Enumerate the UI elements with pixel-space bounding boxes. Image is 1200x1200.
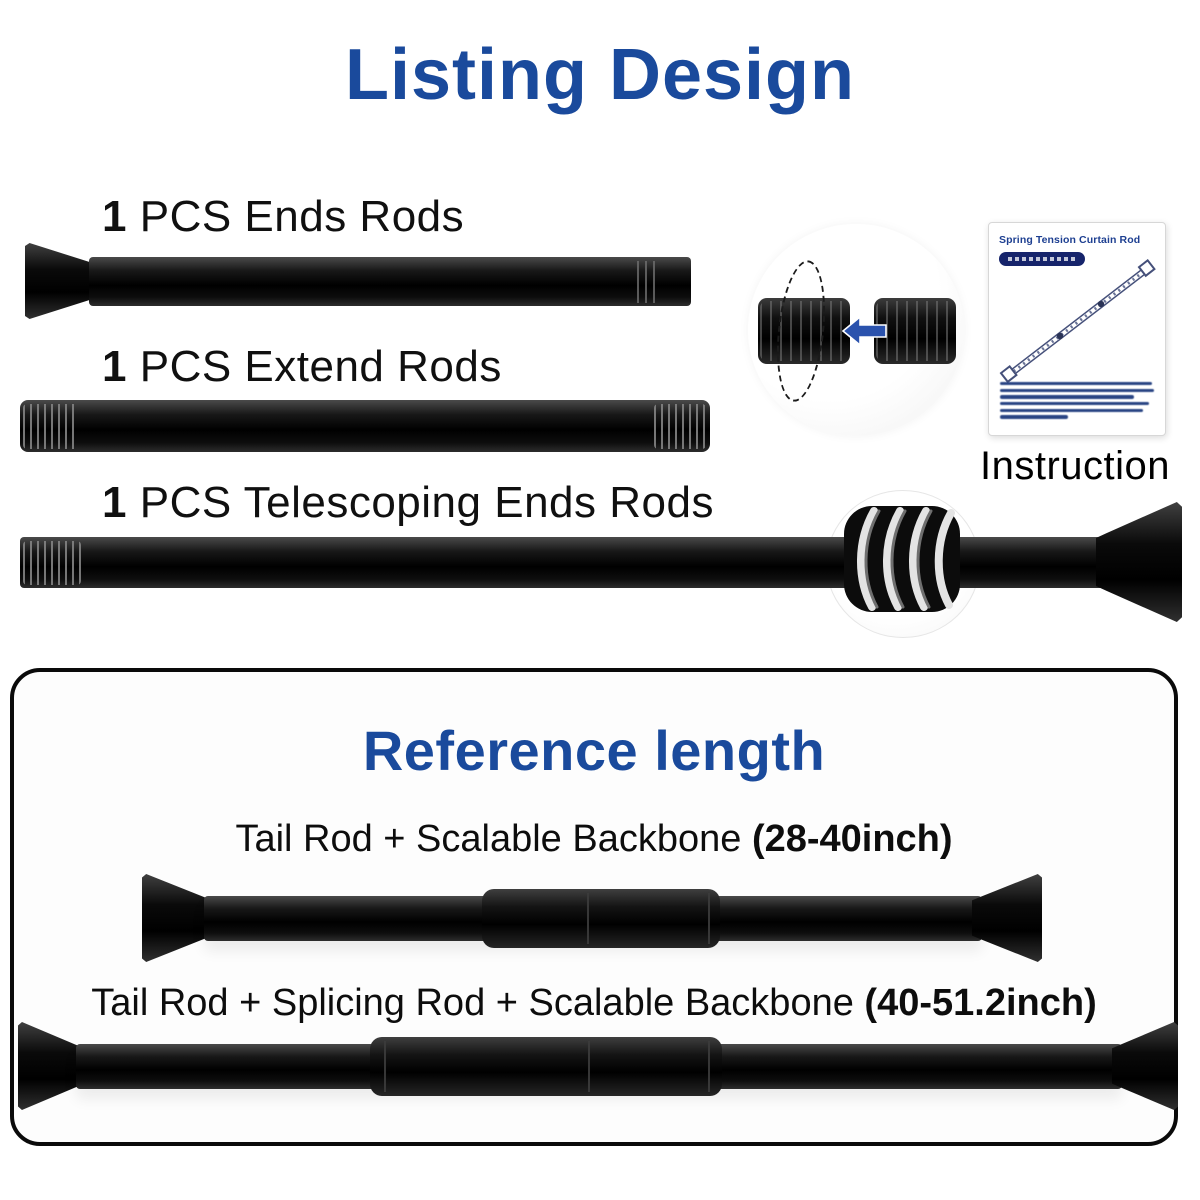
- instruction-card: Spring Tension Curtain Rod: [988, 222, 1166, 436]
- thread-texture: [760, 301, 848, 361]
- row-label: Tail Rod + Scalable Backbone: [235, 818, 742, 860]
- row-range: (28-40inch): [751, 818, 953, 860]
- rod-end-cap-icon: [1096, 502, 1182, 622]
- part-name: PCS Extend Rods: [139, 342, 502, 391]
- row-label: Tail Rod + Splicing Rod + Scalable Backb…: [91, 982, 854, 1024]
- rod-body: [20, 400, 710, 452]
- rod-seam: [707, 1040, 710, 1093]
- telescoping-rod-graphic: [20, 490, 1182, 638]
- extend-rod-graphic: [20, 395, 710, 457]
- part-name: PCS Ends Rods: [139, 192, 465, 241]
- rod-40-51-graphic: [18, 1022, 1178, 1110]
- insert-arrow-icon: [842, 316, 887, 346]
- spring-icon: [844, 506, 960, 612]
- rotation-dashes-icon: [770, 257, 832, 405]
- rod-joining-inset: [748, 224, 964, 436]
- rod-middle-section: [370, 1037, 722, 1096]
- instruction-card-badge: [999, 252, 1085, 266]
- rod-segment-right: [874, 298, 956, 364]
- thread-texture-right: [654, 404, 706, 449]
- reference-row-label-2: Tail Rod + Splicing Rod + Scalable Backb…: [14, 982, 1174, 1025]
- rod-middle-section: [482, 889, 720, 948]
- rod-body: [89, 257, 691, 306]
- rod-28-40-graphic: [142, 874, 1042, 962]
- rod-diagram-drawing: [999, 259, 1156, 384]
- rod-segment-left: [758, 298, 850, 364]
- row-range: (40-51.2inch): [864, 982, 1097, 1024]
- rod-end-cap-icon: [972, 874, 1042, 962]
- ends-rod-graphic: [25, 243, 691, 319]
- ring-texture: [876, 301, 954, 361]
- rod-seam: [586, 892, 589, 945]
- part-label-ends-rods: 1 PCS Ends Rods: [102, 192, 464, 242]
- instruction-card-title: Spring Tension Curtain Rod: [999, 234, 1141, 246]
- rod-end-cap-icon: [1112, 1022, 1178, 1110]
- part-name: PCS Telescoping Ends Rods: [139, 478, 714, 527]
- part-qty: 1: [102, 342, 127, 391]
- rod-end-cap-icon: [142, 874, 212, 962]
- thread-texture-left: [23, 541, 81, 585]
- part-qty: 1: [102, 478, 127, 527]
- rod-groove-texture: [637, 261, 657, 303]
- rod-seam: [384, 1040, 387, 1093]
- part-label-extend-rods: 1 PCS Extend Rods: [102, 342, 502, 392]
- reference-title: Reference length: [362, 719, 826, 782]
- part-label-telescoping-rods: 1 PCS Telescoping Ends Rods: [102, 478, 714, 528]
- rod-seam: [588, 1040, 591, 1093]
- rod-seam: [708, 892, 711, 945]
- thread-texture-left: [23, 404, 79, 449]
- instruction-fine-print-lines: [1000, 381, 1154, 422]
- page-title: Listing Design: [344, 35, 856, 115]
- part-qty: 1: [102, 192, 127, 241]
- reference-row-label-1: Tail Rod + Scalable Backbone (28-40inch): [14, 818, 1174, 861]
- instruction-caption: Instruction: [979, 444, 1171, 488]
- rod-end-cap-icon: [18, 1022, 84, 1110]
- reference-length-box: Reference length Tail Rod + Scalable Bac…: [10, 668, 1178, 1146]
